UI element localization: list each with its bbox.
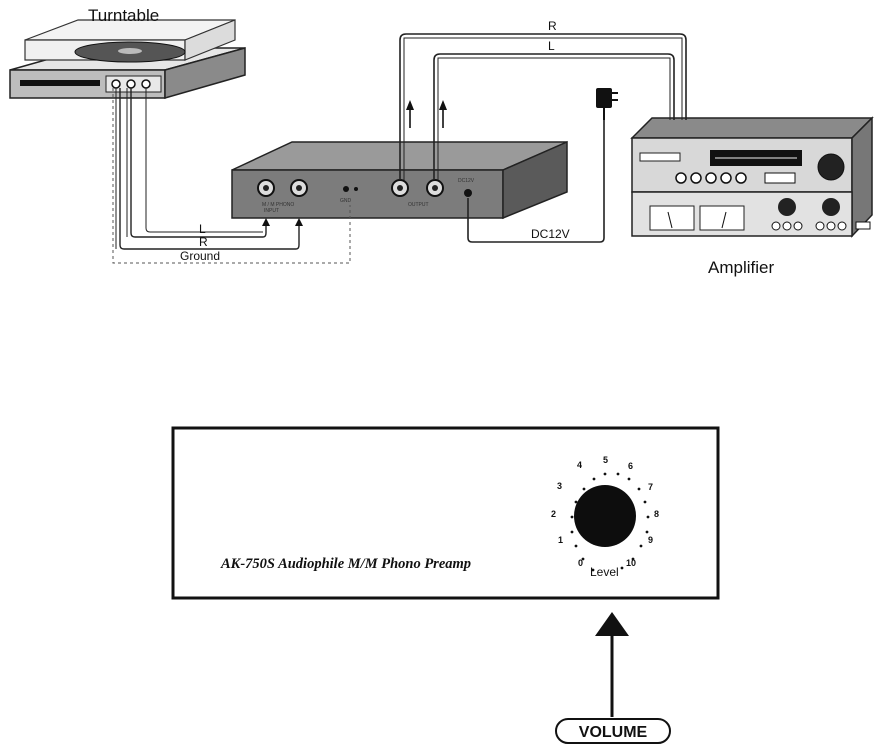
signal-arrows (406, 100, 447, 128)
turntable-right-jack (141, 79, 151, 89)
volume-callout (555, 718, 671, 744)
svg-text:GND: GND (340, 198, 352, 204)
level-label: Level (590, 565, 619, 579)
dial-tick-0: 0 (578, 558, 583, 568)
dial-tick-6: 6 (628, 461, 633, 471)
amplifier (630, 116, 874, 238)
cable-l-label: L (199, 222, 206, 236)
cable-left-input (130, 88, 267, 238)
svg-text:M / M PHONO: M / M PHONO (262, 202, 294, 208)
cable-right-input (119, 88, 300, 250)
preamp-unit: M / M PHONO INPUT GND OUTPUT DC12V (231, 140, 568, 220)
dc-cable (467, 120, 605, 243)
dial-tick-1: 1 (558, 535, 563, 545)
turntable-left-jack (126, 79, 136, 89)
amplifier-label: Amplifier (708, 258, 774, 277)
dc12v-label: DC12V (531, 227, 570, 241)
ground-cable (112, 88, 351, 264)
svg-text:INPUT: INPUT (264, 208, 279, 214)
dial-tick-3: 3 (557, 481, 562, 491)
dial-tick-10: 10 (626, 558, 636, 568)
input-cables (115, 88, 303, 250)
dial-tick-4: 4 (577, 460, 582, 470)
ground-label: Ground (180, 249, 220, 263)
dial-tick-8: 8 (654, 509, 659, 519)
cable-r-top-label: R (548, 19, 557, 33)
front-panel (171, 426, 720, 600)
cable-right-output (399, 33, 687, 180)
turntable (9, 19, 246, 99)
dial-tick-2: 2 (551, 509, 556, 519)
output-cables (399, 33, 687, 180)
turntable-label: Turntable (88, 6, 159, 25)
svg-text:DC12V: DC12V (458, 178, 475, 184)
model-text: AK-750S Audiophile M/M Phono Preamp (220, 556, 471, 572)
dial-tick-5: 5 (603, 455, 608, 465)
turntable-ground-terminal (111, 79, 121, 89)
preamp-dc-jack (464, 189, 472, 197)
cable-left-output (433, 53, 675, 180)
volume-callout-text: VOLUME (579, 724, 648, 741)
dial-scale: 0 1 2 3 4 5 6 7 8 9 10 (551, 455, 659, 568)
volume-knob[interactable] (574, 485, 636, 547)
power-adapter (467, 88, 618, 243)
cable-r-label: R (199, 235, 208, 249)
cable-l-top-label: L (548, 39, 555, 53)
volume-callout-arrow (595, 612, 629, 717)
dial-scale-dots (570, 472, 650, 572)
dial-tick-7: 7 (648, 482, 653, 492)
svg-text:OUTPUT: OUTPUT (408, 202, 429, 208)
preamp-ground-terminal (343, 186, 349, 192)
dial-tick-9: 9 (648, 535, 653, 545)
